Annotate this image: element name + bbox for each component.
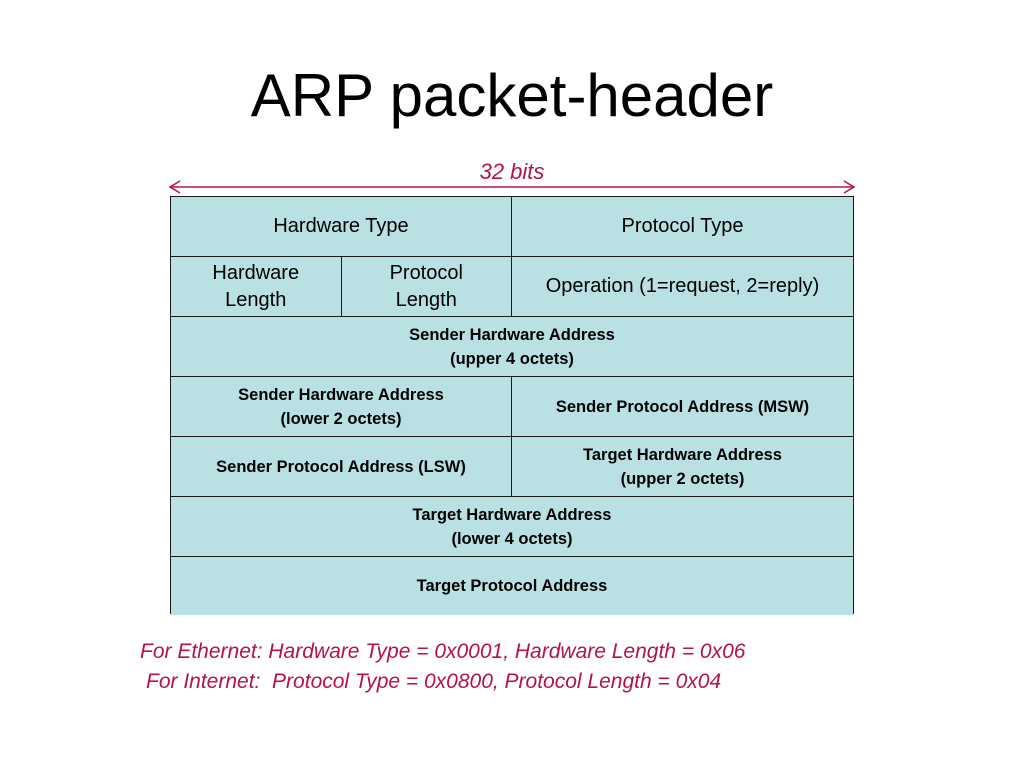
- slide-title: ARP packet-header: [250, 62, 774, 129]
- field-target-hardware-address-lower: Target Hardware Address (lower 4 octets): [171, 497, 853, 556]
- ethernet-note: For Ethernet: Hardware Type = 0x0001, Ha…: [140, 640, 746, 663]
- field-sender-hardware-address-lower: Sender Hardware Address (lower 2 octets): [171, 377, 512, 436]
- field-sender-protocol-address-msw: Sender Protocol Address (MSW): [512, 377, 853, 436]
- header-row-3: Sender Hardware Address (upper 4 octets): [171, 317, 853, 377]
- word-width-label: 32 bits: [479, 159, 545, 184]
- field-protocol-length: Protocol Length: [341, 257, 512, 316]
- word-width-arrow: [168, 180, 856, 194]
- field-sender-hardware-address-upper: Sender Hardware Address (upper 4 octets): [171, 317, 853, 376]
- field-target-hardware-address-upper: Target Hardware Address (upper 2 octets): [512, 437, 853, 496]
- field-protocol-type: Protocol Type: [512, 197, 853, 256]
- field-target-protocol-address: Target Protocol Address: [171, 557, 853, 615]
- header-row-6: Target Hardware Address (lower 4 octets): [171, 497, 853, 557]
- field-sender-protocol-address-lsw: Sender Protocol Address (LSW): [171, 437, 512, 496]
- field-hardware-length: Hardware Length: [171, 257, 342, 316]
- internet-note: For Internet: Protocol Type = 0x0800, Pr…: [146, 670, 722, 693]
- header-row-2: Hardware Length Protocol Length Operatio…: [171, 257, 853, 317]
- arp-header-table: Hardware Type Protocol Type Hardware Len…: [170, 196, 854, 615]
- header-row-7: Target Protocol Address: [171, 557, 853, 615]
- header-row-1: Hardware Type Protocol Type: [171, 197, 853, 257]
- field-hardware-type: Hardware Type: [171, 197, 512, 256]
- field-operation: Operation (1=request, 2=reply): [512, 257, 853, 316]
- header-row-4: Sender Hardware Address (lower 2 octets)…: [171, 377, 853, 437]
- header-row-5: Sender Protocol Address (LSW) Target Har…: [171, 437, 853, 497]
